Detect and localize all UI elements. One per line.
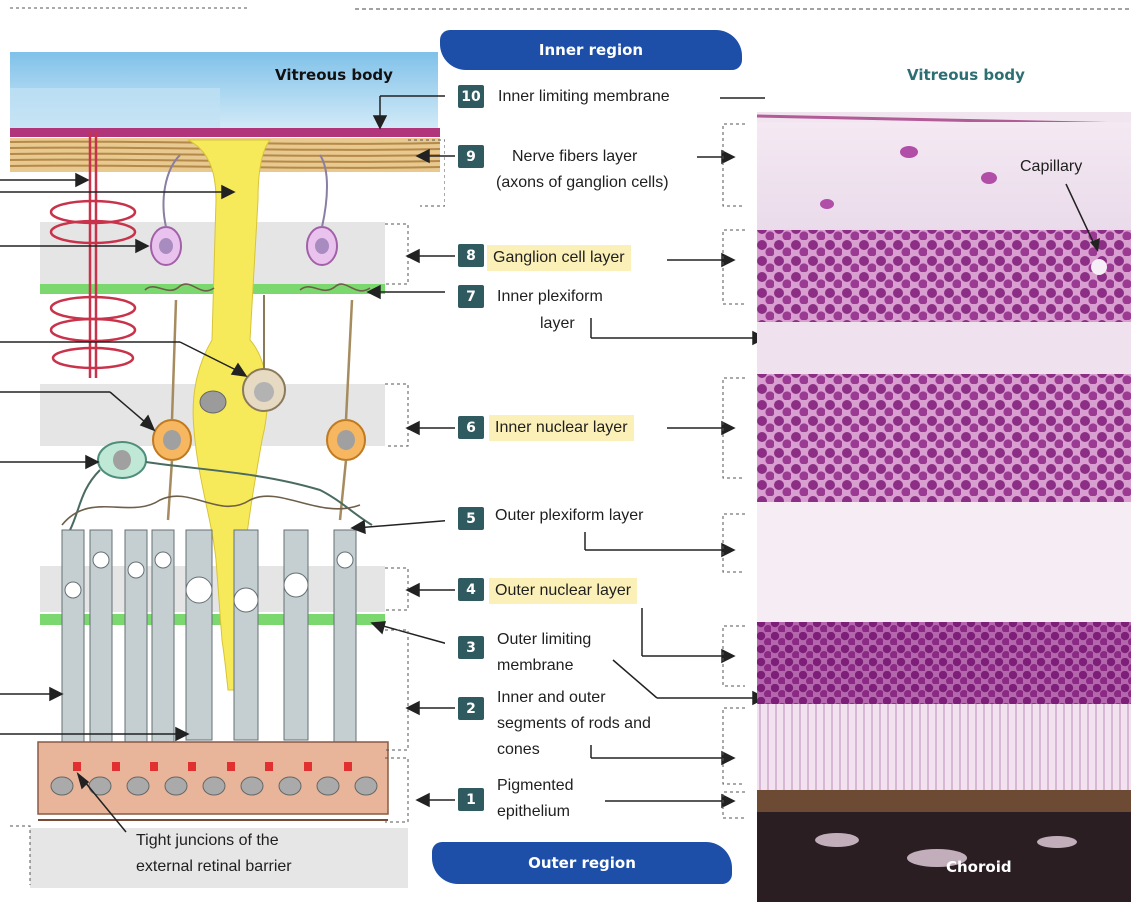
retina-schematic xyxy=(0,0,445,902)
micro-capillary xyxy=(1091,259,1107,275)
capillary-arrow xyxy=(1060,180,1110,260)
choroid-label: Choroid xyxy=(946,858,1012,876)
micro-outer-nuclear-layer xyxy=(757,622,1131,704)
cone-photoreceptor xyxy=(234,530,258,740)
micro-rod-cone-segments xyxy=(757,704,1131,790)
vitreous-label-left: Vitreous body xyxy=(275,66,393,85)
micro-inner-nuclear-layer xyxy=(757,374,1131,502)
tight-junctions-caption-1: Tight juncions of the xyxy=(136,829,279,853)
cone-photoreceptor xyxy=(186,530,212,740)
rod-photoreceptor xyxy=(90,530,112,750)
photoreceptors xyxy=(62,530,356,750)
cone-photoreceptor xyxy=(284,530,308,740)
tight-junctions-caption-2: external retinal barrier xyxy=(136,855,292,879)
center-arrows xyxy=(395,0,765,902)
vitreous-text-left: Vitreous body xyxy=(275,66,393,84)
micro-outer-plexiform-layer xyxy=(757,502,1131,622)
inner-limiting-membrane-band xyxy=(10,128,440,137)
rod-photoreceptor xyxy=(152,530,174,750)
rod-photoreceptor xyxy=(334,530,356,750)
capillary-label: Capillary xyxy=(1020,155,1082,179)
vitreous-label-right: Vitreous body xyxy=(907,66,1025,84)
pigmented-epithelium-cells xyxy=(38,742,388,820)
rod-photoreceptor xyxy=(125,530,147,750)
micro-pigmented-epithelium xyxy=(757,790,1131,812)
micro-inner-plexiform-layer xyxy=(757,322,1131,374)
rod-photoreceptor xyxy=(62,530,84,750)
